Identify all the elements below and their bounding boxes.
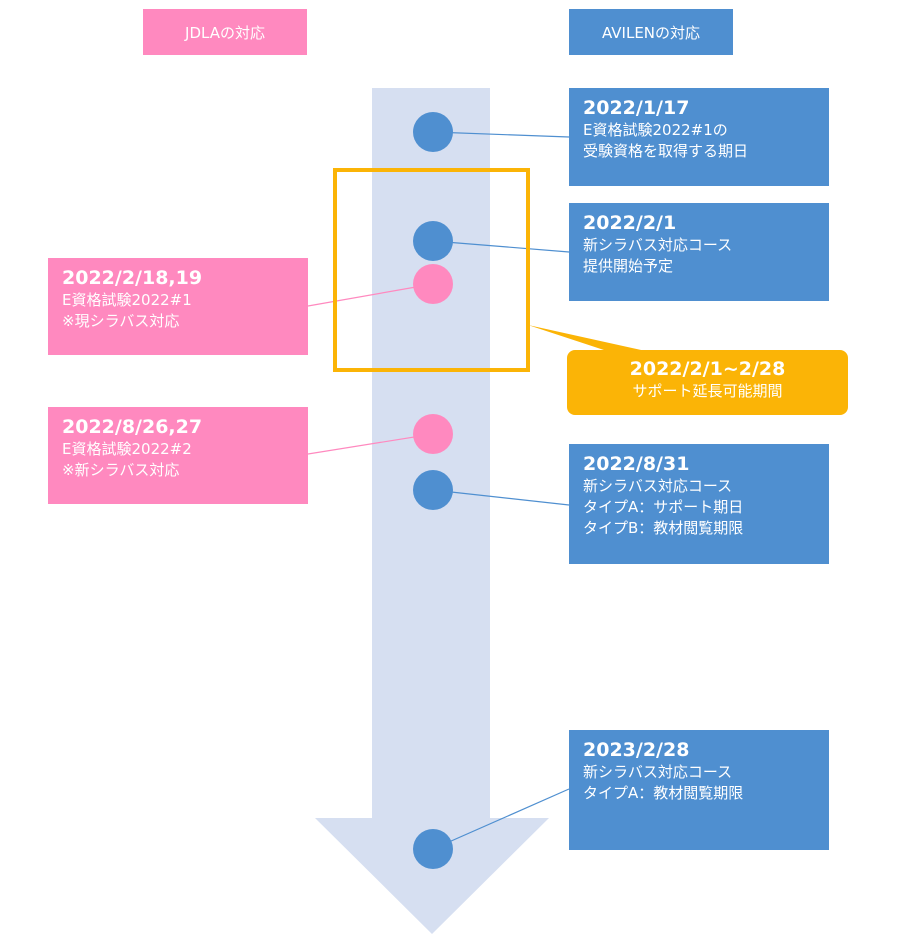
event-text: E資格試験2022#1の (583, 121, 728, 139)
event-text: E資格試験2022#1 (62, 291, 192, 309)
event-text: 提供開始予定 (583, 257, 674, 275)
avilen-event-box: 2022/8/31 新シラバス対応コース タイプA：サポート期日 タイプB：教材… (569, 444, 829, 564)
connector-line (432, 489, 570, 506)
avilen-event-box: 2023/2/28 新シラバス対応コース タイプA：教材閲覧期限 (569, 730, 829, 850)
event-date: 2022/2/1 (583, 212, 677, 234)
timeline-arrow (315, 88, 549, 934)
callout-pointer (528, 325, 650, 352)
jdla-event-box: 2022/2/18,19 E資格試験2022#1 ※現シラバス対応 (48, 258, 308, 355)
event-text: E資格試験2022#2 (62, 440, 192, 458)
event-text: 新シラバス対応コース (583, 763, 733, 781)
event-text: タイプA：サポート期日 (583, 498, 744, 516)
event-date: 2022/1/17 (583, 97, 690, 119)
jdla-header: JDLAの対応 (143, 9, 307, 55)
milestone-dot-blue (413, 470, 453, 510)
support-period-frame (333, 168, 530, 372)
event-date: 2022/8/26,27 (62, 416, 203, 438)
event-text: ※現シラバス対応 (62, 312, 180, 330)
event-text: タイプB：教材閲覧期限 (583, 519, 744, 537)
support-period-date: 2022/2/1~2/28 (629, 358, 786, 380)
support-period-label: サポート延長可能期間 (632, 382, 783, 400)
avilen-event-box: 2022/1/17 E資格試験2022#1の 受験資格を取得する期日 (569, 88, 829, 186)
milestone-dot-blue (413, 221, 453, 261)
milestone-dot-blue (413, 829, 453, 869)
event-date: 2023/2/28 (583, 739, 690, 761)
connector-line (432, 788, 570, 850)
event-text: 新シラバス対応コース (583, 236, 733, 254)
milestone-dot-pink (413, 264, 453, 304)
event-text: 新シラバス対応コース (583, 477, 733, 495)
milestone-dot-pink (413, 414, 453, 454)
support-period-callout: 2022/2/1~2/28 サポート延長可能期間 (567, 350, 848, 415)
avilen-header: AVILENの対応 (569, 9, 733, 55)
jdla-event-box: 2022/8/26,27 E資格試験2022#2 ※新シラバス対応 (48, 407, 308, 504)
event-text: 受験資格を取得する期日 (583, 142, 749, 160)
connector-line (307, 283, 434, 307)
connector-line (432, 240, 570, 253)
avilen-event-box: 2022/2/1 新シラバス対応コース 提供開始予定 (569, 203, 829, 301)
connector-line (432, 131, 570, 138)
event-text: タイプA：教材閲覧期限 (583, 784, 744, 802)
event-text: ※新シラバス対応 (62, 461, 180, 479)
milestone-dot-blue (413, 112, 453, 152)
connector-line (307, 433, 434, 455)
event-date: 2022/2/18,19 (62, 267, 203, 289)
event-date: 2022/8/31 (583, 453, 690, 475)
